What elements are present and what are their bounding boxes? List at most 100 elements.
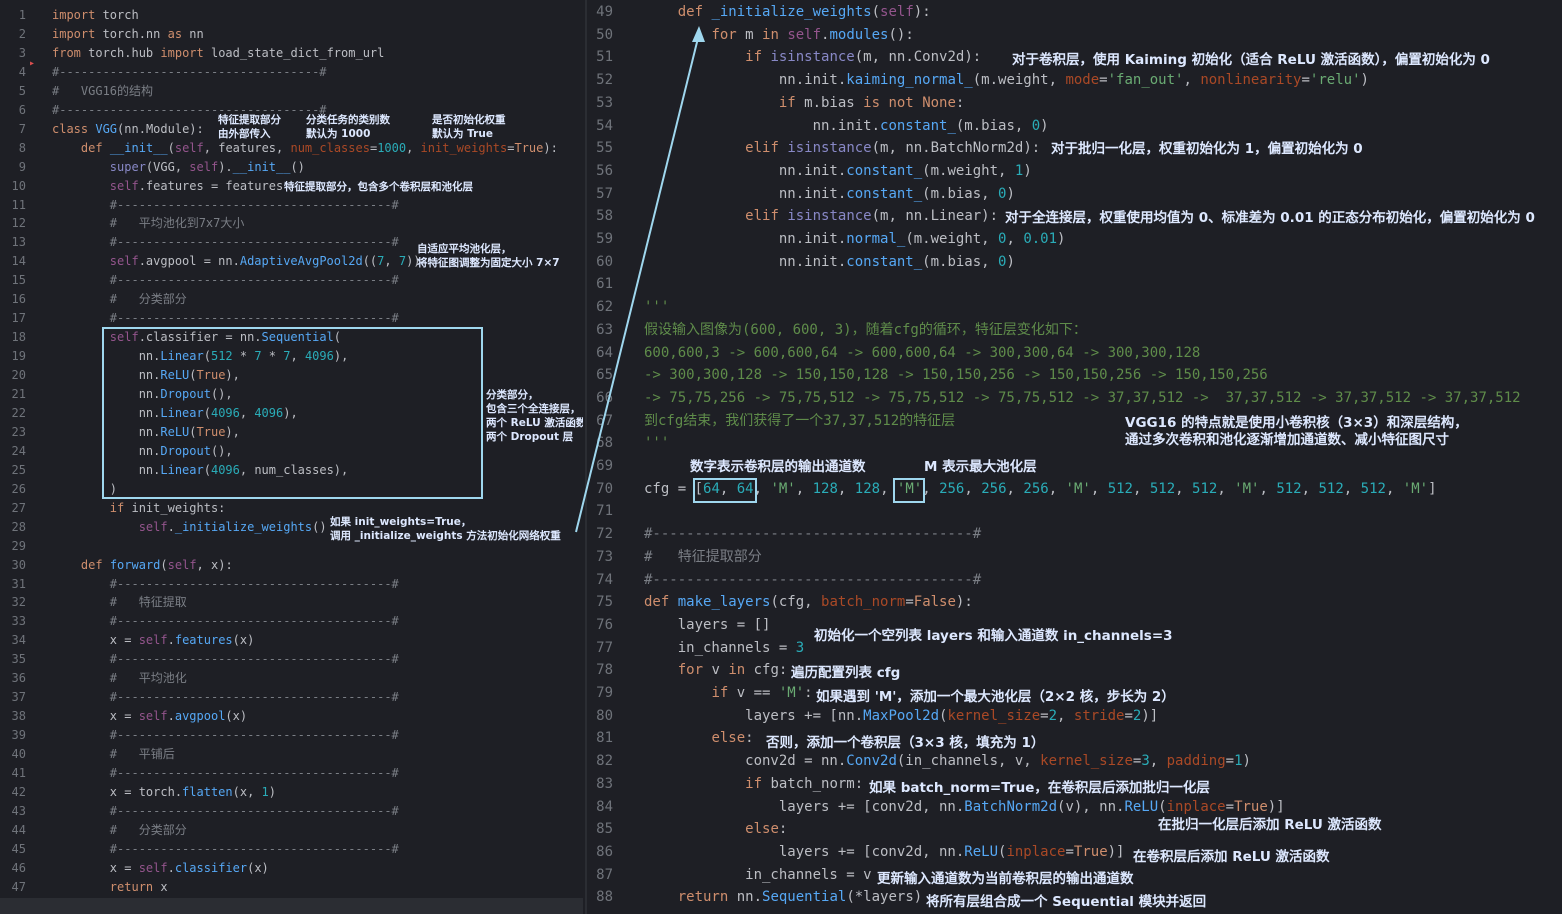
code-line[interactable]: 14 self.avgpool = nn.AdaptiveAvgPool2d((…: [0, 252, 583, 271]
code-line[interactable]: 4#------------------------------------#: [0, 63, 583, 82]
code-line[interactable]: 79 if v == 'M':: [587, 682, 1562, 705]
code-line[interactable]: 65-> 300,300,128 -> 150,150,128 -> 150,1…: [587, 364, 1562, 387]
annotation-maxpool-note: M 表示最大池化层: [924, 459, 1037, 475]
code-line[interactable]: 34 x = self.features(x): [0, 631, 583, 650]
code-line[interactable]: 21 nn.Dropout(),: [0, 385, 583, 404]
line-number: 13: [11, 235, 26, 250]
line-number: 65: [596, 367, 613, 384]
code-text: self.features = features: [109, 178, 284, 193]
code-line[interactable]: 20 nn.ReLU(True),: [0, 366, 583, 385]
code-line[interactable]: 71: [587, 500, 1562, 523]
code-line[interactable]: 22 nn.Linear(4096, 4096),: [0, 404, 583, 423]
code-line[interactable]: 15 #------------------------------------…: [0, 271, 583, 290]
code-line[interactable]: 88 return nn.Sequential(*layers): [587, 886, 1562, 909]
warning-marker-icon[interactable]: ▸: [29, 58, 36, 69]
code-line[interactable]: 72#-------------------------------------…: [587, 523, 1562, 546]
code-text: layers = []: [644, 616, 771, 633]
code-line[interactable]: 57 nn.init.constant_(m.bias, 0): [587, 183, 1562, 206]
code-line[interactable]: 6#------------------------------------#: [0, 101, 583, 120]
code-line[interactable]: 59 nn.init.normal_(m.weight, 0, 0.01): [587, 228, 1562, 251]
code-line[interactable]: 36 # 平均池化: [0, 669, 583, 688]
code-line[interactable]: 42 x = torch.flatten(x, 1): [0, 783, 583, 802]
line-number: 52: [596, 72, 613, 89]
code-line[interactable]: 39 #------------------------------------…: [0, 726, 583, 745]
code-line[interactable]: 8 def __init__(self, features, num_class…: [0, 139, 583, 158]
code-line[interactable]: 45 #------------------------------------…: [0, 840, 583, 859]
code-line[interactable]: 81 else:: [587, 727, 1562, 750]
code-line[interactable]: 41 #------------------------------------…: [0, 764, 583, 783]
line-number: 85: [596, 821, 613, 838]
code-line[interactable]: 26 ): [0, 480, 583, 499]
code-line[interactable]: 9 super(VGG, self).__init__(): [0, 158, 583, 177]
code-line[interactable]: 35 #------------------------------------…: [0, 650, 583, 669]
code-line[interactable]: 74#-------------------------------------…: [587, 569, 1562, 592]
code-line[interactable]: 24 nn.Dropout(),: [0, 442, 583, 461]
code-line[interactable]: 52 nn.init.kaiming_normal_(m.weight, mod…: [587, 69, 1562, 92]
line-number: 68: [596, 435, 613, 452]
code-line[interactable]: 19 nn.Linear(512 * 7 * 7, 4096),: [0, 347, 583, 366]
code-line[interactable]: 83 if batch_norm:: [587, 773, 1562, 796]
code-line[interactable]: 82 conv2d = nn.Conv2d(in_channels, v, ke…: [587, 750, 1562, 773]
code-line[interactable]: 85 else:: [587, 818, 1562, 841]
code-line[interactable]: 16 # 分类部分: [0, 290, 583, 309]
code-line[interactable]: 53 if m.bias is not None:: [587, 92, 1562, 115]
code-line[interactable]: 56 nn.init.constant_(m.weight, 1): [587, 160, 1562, 183]
code-line[interactable]: 11 #------------------------------------…: [0, 196, 583, 215]
code-line[interactable]: 28 self._initialize_weights(): [0, 518, 583, 537]
line-number: 47: [11, 879, 26, 894]
code-line[interactable]: 46 x = self.classifier(x): [0, 859, 583, 878]
code-line[interactable]: 30 def forward(self, x):: [0, 556, 583, 575]
code-line[interactable]: 62''': [587, 296, 1562, 319]
code-line[interactable]: 80 layers += [nn.MaxPool2d(kernel_size=2…: [587, 705, 1562, 728]
code-text: nn.init.kaiming_normal_(m.weight, mode='…: [644, 72, 1369, 89]
code-line[interactable]: 5# VGG16的结构: [0, 82, 583, 101]
code-line[interactable]: 73# 特征提取部分: [587, 546, 1562, 569]
code-line[interactable]: 47 return x: [0, 878, 583, 897]
code-line[interactable]: 17 #------------------------------------…: [0, 309, 583, 328]
code-text: nn.ReLU(True),: [52, 424, 240, 439]
code-line[interactable]: 44 # 分类部分: [0, 821, 583, 840]
code-line[interactable]: 40 # 平铺后: [0, 745, 583, 764]
code-line[interactable]: 84 layers += [conv2d, nn.BatchNorm2d(v),…: [587, 796, 1562, 819]
line-number: 43: [11, 803, 26, 818]
code-line[interactable]: 50 for m in self.modules():: [587, 24, 1562, 47]
code-line[interactable]: 78 for v in cfg:: [587, 659, 1562, 682]
code-line[interactable]: 76 layers = []: [587, 614, 1562, 637]
code-line[interactable]: 87 in_channels = v: [587, 864, 1562, 887]
code-line[interactable]: 13 #------------------------------------…: [0, 233, 583, 252]
code-line[interactable]: 12 # 平均池化到7x7大小: [0, 214, 583, 233]
code-line[interactable]: 32 # 特征提取: [0, 593, 583, 612]
code-line[interactable]: 66-> 75,75,256 -> 75,75,512 -> 75,75,512…: [587, 387, 1562, 410]
code-line[interactable]: 31 #------------------------------------…: [0, 575, 583, 594]
code-line[interactable]: 49 def _initialize_weights(self):: [587, 1, 1562, 24]
code-line[interactable]: 54 nn.init.constant_(m.bias, 0): [587, 115, 1562, 138]
code-line[interactable]: 61: [587, 273, 1562, 296]
code-line[interactable]: 38 x = self.avgpool(x): [0, 707, 583, 726]
line-number: 12: [11, 216, 26, 231]
code-line[interactable]: 10 self.features = features: [0, 177, 583, 196]
line-number: 2: [18, 26, 26, 41]
editor-pane-right[interactable]: 49 def _initialize_weights(self):50 for …: [585, 0, 1562, 914]
code-line[interactable]: 29: [0, 537, 583, 556]
code-line[interactable]: 43 #------------------------------------…: [0, 802, 583, 821]
code-line[interactable]: 18 self.classifier = nn.Sequential(: [0, 328, 583, 347]
code-line[interactable]: 77 in_channels = 3: [587, 637, 1562, 660]
code-line[interactable]: 60 nn.init.constant_(m.bias, 0): [587, 251, 1562, 274]
code-line[interactable]: 33 #------------------------------------…: [0, 612, 583, 631]
code-line[interactable]: 86 layers += [conv2d, nn.ReLU(inplace=Tr…: [587, 841, 1562, 864]
code-line[interactable]: 27 if init_weights:: [0, 499, 583, 518]
line-number: 28: [11, 519, 26, 534]
code-line[interactable]: 37 #------------------------------------…: [0, 688, 583, 707]
horizontal-scrollbar[interactable]: [0, 898, 583, 914]
code-line[interactable]: 25 nn.Linear(4096, num_classes),: [0, 461, 583, 480]
code-line[interactable]: 23 nn.ReLU(True),: [0, 423, 583, 442]
line-number: 81: [596, 730, 613, 747]
